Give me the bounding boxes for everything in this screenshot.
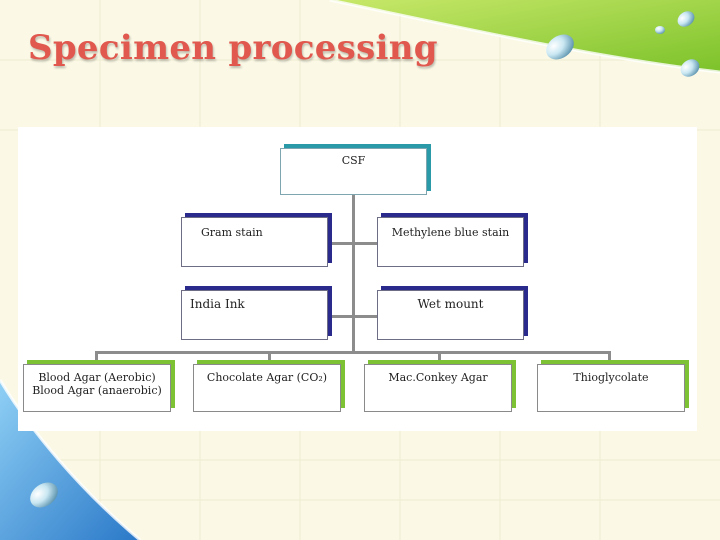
- node-chocolate-agar: Chocolate Agar (CO₂): [193, 364, 341, 412]
- connector-culture-2: [268, 351, 271, 363]
- connector-culture-4: [608, 351, 611, 363]
- water-droplet-icon: [677, 11, 695, 27]
- node-thioglycolate-label: Thioglycolate: [573, 371, 649, 384]
- node-gram-stain-label: Gram stain: [201, 226, 263, 239]
- node-macconkey-agar: Mac.Conkey Agar: [364, 364, 512, 412]
- node-methylene-blue-stain-label: Methylene blue stain: [391, 226, 510, 239]
- node-methylene-blue-stain: Methylene blue stain: [377, 217, 524, 267]
- green-swoosh: [330, 0, 720, 72]
- node-india-ink-label: India Ink: [190, 297, 245, 311]
- connector-culture-3: [438, 351, 441, 363]
- water-droplet-icon: [30, 482, 58, 508]
- slide-title: Specimen processing: [28, 28, 438, 68]
- connector-trunk: [352, 195, 355, 353]
- node-wet-mount-label: Wet mount: [417, 297, 484, 311]
- node-india-ink: India Ink: [181, 290, 328, 340]
- connector-culture-1: [95, 351, 98, 363]
- connector-culture-bar: [95, 351, 611, 354]
- node-macconkey-agar-label: Mac.Conkey Agar: [388, 371, 488, 384]
- node-gram-stain: Gram stain: [181, 217, 328, 267]
- node-csf-label: CSF: [341, 154, 366, 167]
- node-blood-agar: Blood Agar (Aerobic) Blood Agar (anaerob…: [23, 364, 171, 412]
- connector-prep-bar: [328, 315, 380, 318]
- node-blood-agar-label-anaerobic: Blood Agar (anaerobic): [32, 384, 162, 397]
- water-droplet-icon: [680, 59, 700, 77]
- diagram-panel: CSF Gram stain Methylene blue stain Indi…: [18, 127, 697, 431]
- node-chocolate-agar-label: Chocolate Agar (CO₂): [206, 371, 328, 384]
- node-blood-agar-label-aerobic: Blood Agar (Aerobic): [38, 371, 156, 384]
- node-wet-mount: Wet mount: [377, 290, 524, 340]
- connector-stain-bar: [328, 242, 380, 245]
- node-csf: CSF: [280, 148, 427, 195]
- node-thioglycolate: Thioglycolate: [537, 364, 685, 412]
- water-droplet-icon: [546, 34, 574, 60]
